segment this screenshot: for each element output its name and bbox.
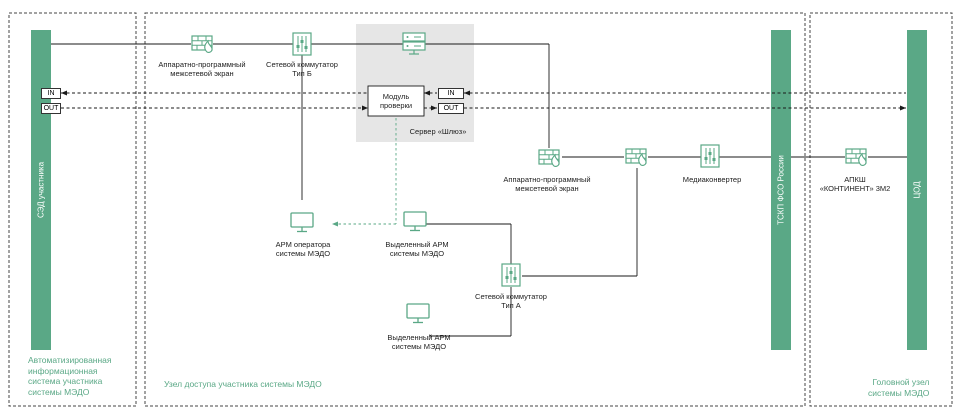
switch-icon	[292, 32, 312, 56]
arm-dedicated1-label: Выделенный АРМ системы МЭДО	[385, 240, 449, 258]
zone-left-label: Автоматизированная информационная систем…	[28, 355, 112, 397]
zone-center-border	[144, 12, 806, 407]
switch-b-label: Сетевой коммутатор Тип Б	[266, 60, 338, 78]
firewall-icon	[845, 148, 867, 166]
media-converter-label: Медиаконвертер	[682, 175, 742, 184]
tskp-bar	[771, 30, 791, 350]
firewall-icon	[625, 148, 647, 166]
server-icon	[402, 32, 426, 55]
zone-center-label: Узел доступа участника системы МЭДО	[164, 379, 322, 389]
fw2-label: Аппаратно-программный межсетевой экран	[503, 175, 591, 193]
sed-bar-label: СЭД участника	[36, 161, 46, 219]
tskp-bar-label: ТСКП ФСО России	[776, 155, 786, 225]
check-module-box	[367, 85, 425, 117]
dashed-links	[61, 92, 906, 109]
arm-dedicated2-label: Выделенный АРМ системы МЭДО	[387, 333, 451, 351]
monitor-icon	[290, 212, 314, 233]
port-in-left: IN	[41, 88, 61, 99]
zone-right-border	[809, 12, 953, 407]
solid-links	[51, 43, 907, 337]
apksh-label: АПКШ «КОНТИНЕНТ» 3М2	[819, 175, 891, 193]
tsod-bar	[907, 30, 927, 350]
dashed-arrows	[61, 90, 906, 111]
firewall-icon	[538, 149, 560, 167]
monitor-icon	[406, 303, 430, 324]
switch-a-label: Сетевой коммутатор Тип А	[475, 292, 547, 310]
arm-operator-label: АРМ оператора системы МЭДО	[275, 240, 331, 258]
port-out-server: OUT	[438, 103, 464, 114]
monitor-icon	[403, 211, 427, 232]
check-module-label: Модуль проверки	[379, 92, 413, 110]
switch-icon	[501, 263, 521, 287]
zone-right-label: Головной узел системы МЭДО	[868, 377, 930, 398]
firewall-icon	[191, 35, 213, 53]
zone-left-border	[8, 12, 137, 407]
fw1-label: Аппаратно-программный межсетевой экран	[158, 60, 246, 78]
teal-dashed-link	[332, 118, 397, 227]
port-in-server: IN	[438, 88, 464, 99]
tsod-bar-label: ЦОД	[912, 181, 922, 199]
switch-icon	[700, 144, 720, 168]
server-label: Сервер «Шлюз»	[409, 127, 467, 136]
port-out-left: OUT	[41, 103, 61, 114]
